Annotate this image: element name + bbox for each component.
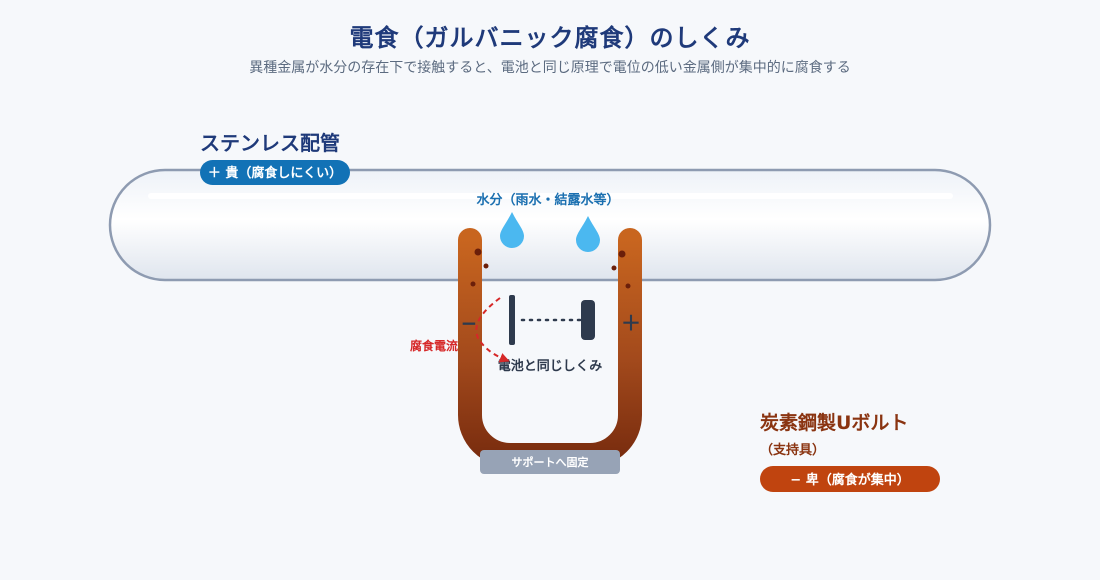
battery-negative-plate	[509, 295, 515, 345]
page-subtitle: 異種金属が水分の存在下で接触すると、電池と同じ原理で電位の低い金属側が集中的に腐…	[249, 60, 851, 76]
corrosion-current-label: 腐食電流	[410, 338, 458, 353]
water-drop-icon	[500, 212, 524, 248]
pipe-badge-text: ＋ 貴（腐食しにくい）	[208, 165, 342, 181]
rust-speck	[618, 250, 626, 258]
pipe-badge-bg	[200, 160, 350, 185]
rust-speck	[625, 283, 631, 289]
battery-plus-sign: ＋	[621, 311, 641, 335]
bolt-badge-bg	[760, 466, 940, 492]
battery-positive-plate	[581, 300, 595, 340]
pipe-highlight	[148, 193, 953, 199]
support-plate	[480, 450, 620, 474]
bolt-sub-label: （支持具）	[760, 442, 825, 458]
pipe-name-label: ステンレス配管	[200, 131, 340, 155]
water-drop-icon	[576, 216, 600, 252]
water-label: 水分（雨水・結露水等）	[476, 192, 619, 208]
rust-speck	[474, 248, 482, 256]
rust-speck	[470, 281, 476, 287]
rust-speck	[483, 263, 489, 269]
corrosion-current-arrow	[475, 297, 510, 363]
battery-minus-sign: −	[461, 311, 478, 335]
page-title: 電食（ガルバニック腐食）のしくみ	[349, 24, 751, 52]
support-label: サポートへ固定	[512, 455, 589, 469]
bolt-badge-text: − 卑（腐食が集中）	[790, 472, 909, 488]
rust-speck	[611, 265, 617, 271]
bolt-name-label: 炭素鋼製Uボルト	[760, 411, 908, 434]
battery-label: 電池と同じしくみ	[498, 358, 603, 374]
stainless-pipe	[108, 168, 992, 282]
